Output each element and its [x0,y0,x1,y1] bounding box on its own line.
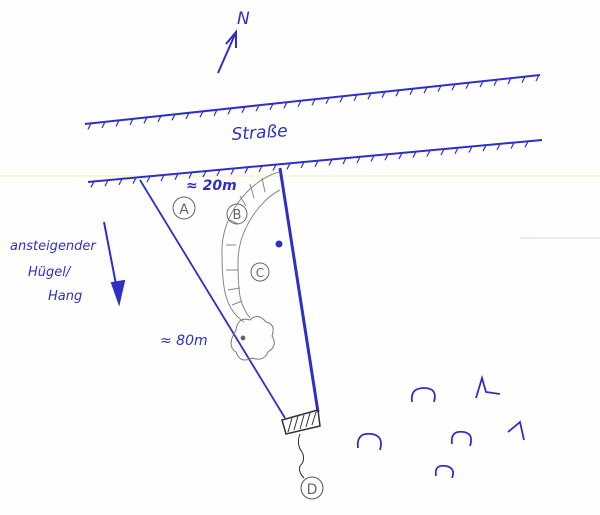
hatch-mark [241,106,246,114]
hatch-mark [328,159,333,166]
shrub-icon [356,432,382,451]
area-label-d: D [300,476,324,500]
hatch-mark [426,150,431,157]
hatch-mark [188,172,193,179]
hatch-mark [185,112,190,120]
hatch-mark [342,157,347,165]
hatch-mark [216,169,221,177]
hatch-mark [356,156,361,164]
hatch-mark [199,111,204,118]
road-edge-top [84,74,541,125]
hatch-mark [370,155,375,162]
hatch-mark [143,117,148,124]
hatch-mark [258,165,263,173]
hatch-mark [440,148,445,156]
vegetation-symbols [356,374,525,479]
hatch-mark [465,82,470,89]
hatch-mark [297,100,302,108]
shrub-icon [410,387,436,403]
hatch-mark [90,181,95,188]
area-label-b: B [226,203,248,225]
hatch-mark [118,178,123,186]
hatch-mark [367,92,372,100]
hatch-mark [160,174,165,182]
hatch-mark [524,141,529,148]
hatch-mark [174,173,179,180]
hatch-mark [157,115,162,123]
bush-icon [230,316,275,361]
hatch-mark [314,160,319,167]
hatch-mark [104,179,109,187]
hatch-mark [87,123,92,130]
plot-outline [139,167,320,419]
width-measurement: ≈ 20m [186,178,237,194]
hatch-mark [353,94,358,101]
hatch-mark [384,153,389,161]
hatch-mark [381,91,386,98]
shrub-icon [507,420,525,441]
hatch-mark [213,109,218,117]
slope-arrow-icon [103,221,126,307]
hatch-mark [272,164,277,171]
hatch-mark [535,74,540,82]
svg-text:B: B [233,208,242,223]
hatch-mark [412,151,417,158]
hatch-mark [286,163,291,170]
hatch-mark [437,85,442,92]
hatch-mark [398,152,403,160]
hatch-mark [269,103,274,111]
hatch-mark [300,161,305,169]
hatch-mark [227,108,232,115]
hatch-mark [129,118,134,126]
road-hatching [87,74,540,188]
hatch-mark [101,121,106,129]
hatch-mark [493,79,498,86]
hatch-mark [454,147,459,155]
hatch-mark [230,168,235,175]
svg-text:D: D [307,482,318,498]
hatch-mark [521,76,526,83]
slope-note: ansteigender Hügel/ Hang [10,239,100,304]
hatch-mark [255,104,260,112]
hatch-mark [395,89,400,97]
length-measurement: ≈ 80m [160,333,208,349]
hatch-mark [510,142,515,149]
road-label: Straße [231,121,288,145]
hatch-mark [132,177,137,184]
shrub-icon [475,374,501,399]
path-band-b [221,171,281,323]
hatch-mark [339,95,344,103]
hatch-mark [115,120,120,127]
hatch-mark [482,144,487,152]
hatch-mark [283,101,288,109]
hatch-mark [171,114,176,121]
shrub-icon [450,430,473,447]
hatch-mark [311,98,316,106]
hatch-mark [244,166,249,174]
hatch-mark [451,83,456,91]
hatch-mark [202,170,207,178]
north-arrow-icon [217,29,237,74]
hatch-mark [146,175,151,183]
hatched-structure [281,409,321,479]
hatch-mark [479,80,484,88]
area-label-c: C [250,262,270,282]
hatch-mark [423,86,428,94]
svg-text:C: C [256,266,264,280]
hatch-mark [507,77,512,85]
area-label-a: A [172,196,196,220]
hatch-mark [409,88,414,95]
shrub-icon [434,464,455,479]
hatch-mark [325,97,330,104]
north-label: N [237,9,250,29]
hatch-mark [468,146,473,153]
hatch-mark [496,143,501,151]
svg-text:A: A [179,202,189,218]
